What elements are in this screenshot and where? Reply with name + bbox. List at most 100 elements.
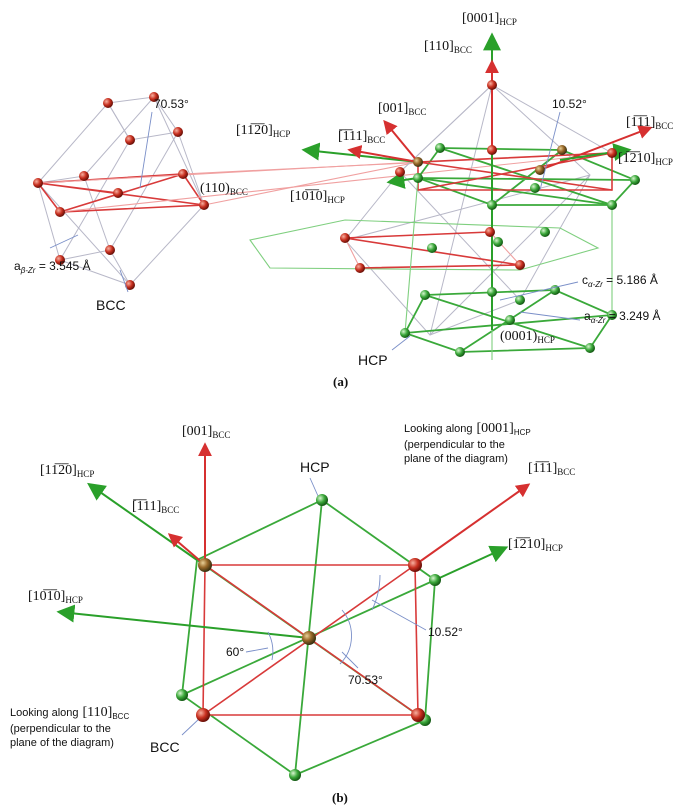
arrow-1-11-bcc (539, 125, 653, 171)
label-001-bcc-b: [001]BCC (182, 424, 230, 440)
arrow-1-210-hcp-b (434, 545, 509, 581)
label-c-alpha: cα-Zr = 5.186 Å (582, 272, 658, 289)
leader-hcp (391, 335, 411, 351)
hcp-atom (540, 227, 550, 237)
label-bcc-a: BCC (96, 297, 126, 313)
leader-hcp-b (309, 477, 319, 497)
bcc-atom (340, 233, 350, 243)
hcp-atom (400, 328, 410, 338)
leader-60 (245, 647, 269, 653)
arrow--111-bcc-b (167, 533, 206, 566)
hcp-atom (427, 243, 437, 253)
label--111-bcc-b: [̅1̅11]BCC (132, 499, 179, 515)
label-a-alpha: aα-Zr = 3.249 Å (584, 308, 661, 325)
leader-a-beta (49, 234, 79, 249)
bcc-atom (485, 227, 495, 237)
leader-10 (371, 599, 427, 631)
bcc-atom (408, 558, 422, 572)
hcp-atom (420, 290, 430, 300)
leader-angle-10 (539, 111, 561, 191)
bcc-atom (79, 171, 89, 181)
bcc-atom (355, 263, 365, 273)
leader-70 (341, 651, 359, 669)
leader-a-alpha (519, 311, 581, 321)
bcc-atom (515, 260, 525, 270)
hcp-bcc-assembly (249, 84, 637, 360)
bcc-atom (149, 92, 159, 102)
label-1-210-hcp-b: [1̅2̅10]HCP (508, 537, 563, 553)
hcp-atom (505, 315, 515, 325)
panel-a: [0001]HCP [110]BCC [001]BCC [11̅2̅0]HCP … (14, 11, 673, 389)
projection-line (59, 152, 613, 213)
label-angle-10-b: 10.52° (428, 625, 463, 639)
hcp-atom (289, 769, 301, 781)
label-angle-10: 10.52° (552, 97, 587, 111)
hcp-atom (435, 143, 445, 153)
bcc-atom (55, 207, 65, 217)
arrow--111-bcc (347, 145, 419, 163)
caption-a: (a) (333, 374, 348, 389)
hcp-atom (585, 343, 595, 353)
label-angle-60: 60° (226, 645, 244, 659)
hcp-atom (630, 175, 640, 185)
label-10-10-hcp-b: [10̅1̅0]HCP (28, 589, 83, 605)
bcc-atom (411, 708, 425, 722)
leader-bcc (119, 269, 129, 293)
svg-text:plane of the diagram): plane of the diagram) (404, 453, 508, 465)
label-bcc-b: BCC (150, 739, 180, 755)
label-11-2-0-hcp: [11̅2̅0]HCP (236, 123, 290, 139)
bcc-atom (196, 708, 210, 722)
label-110-plane: (110)BCC (200, 181, 248, 197)
arrow-001-bcc (383, 119, 419, 163)
hcp-atom (607, 310, 617, 320)
svg-text:Looking along[0001]HCP: Looking along[0001]HCP (404, 421, 531, 437)
hcp-atom (530, 183, 540, 193)
arrow-10-10-hcp-b (56, 604, 310, 639)
atoms-panel-b (176, 494, 441, 781)
svg-text:(perpendicular to the: (perpendicular to the (404, 439, 505, 451)
caption-b: (b) (332, 790, 348, 805)
shared-atom (557, 145, 567, 155)
hcp-atom (413, 173, 423, 183)
projection-line (37, 161, 419, 184)
label-001-bcc: [001]BCC (378, 101, 426, 117)
label--111-bcc: [̅1̅11]BCC (338, 129, 385, 145)
hcp-atom (487, 287, 497, 297)
label-a-beta: aβ-Zr = 3.545 Å (14, 258, 91, 275)
leader-c-alpha (499, 281, 579, 301)
bcc-atom (125, 135, 135, 145)
label-hcp-a: HCP (358, 352, 388, 368)
bcc-atom (173, 127, 183, 137)
atoms-panel-a (33, 80, 640, 357)
panel-b: [001]BCC [11̅2̅0]HCP [̅1̅11]BCC [1̅1̅1]B… (10, 421, 575, 805)
label-11-2-0-hcp-b: [11̅2̅0]HCP (40, 463, 94, 479)
hcp-atom (176, 689, 188, 701)
projection-line (203, 161, 419, 206)
bcc-atom (178, 169, 188, 179)
label-10-10-hcp: [10̅1̅0]HCP (290, 189, 345, 205)
hcp-atom (316, 494, 328, 506)
leader-angle-70 (139, 111, 153, 189)
label-angle-70-b: 70.53° (348, 673, 383, 687)
arrow-11-2-0-hcp-b (87, 482, 198, 561)
arc-60 (267, 631, 274, 661)
arc-70 (339, 609, 352, 665)
bcc-atom (199, 200, 209, 210)
label-1-210-hcp: [1̅2̅10]HCP (618, 151, 673, 167)
leader-bcc-b (181, 717, 201, 736)
svg-text:(perpendicular to the: (perpendicular to the (10, 723, 111, 735)
bcc-atom (607, 148, 617, 158)
shared-atom (198, 558, 212, 572)
hcp-atom (455, 347, 465, 357)
shared-atom (535, 165, 545, 175)
bcc-atom (125, 280, 135, 290)
shared-atom (302, 631, 316, 645)
bcc-atom (113, 188, 123, 198)
label-angle-70: 70.53° (154, 97, 189, 111)
hcp-atom (493, 237, 503, 247)
label-1-11-bcc: [1̅1̅1]BCC (626, 115, 673, 131)
label-110-bcc: [110]BCC (424, 39, 472, 55)
label-0001-plane: (0001)HCP (500, 329, 555, 345)
label-hcp-b: HCP (300, 459, 330, 475)
